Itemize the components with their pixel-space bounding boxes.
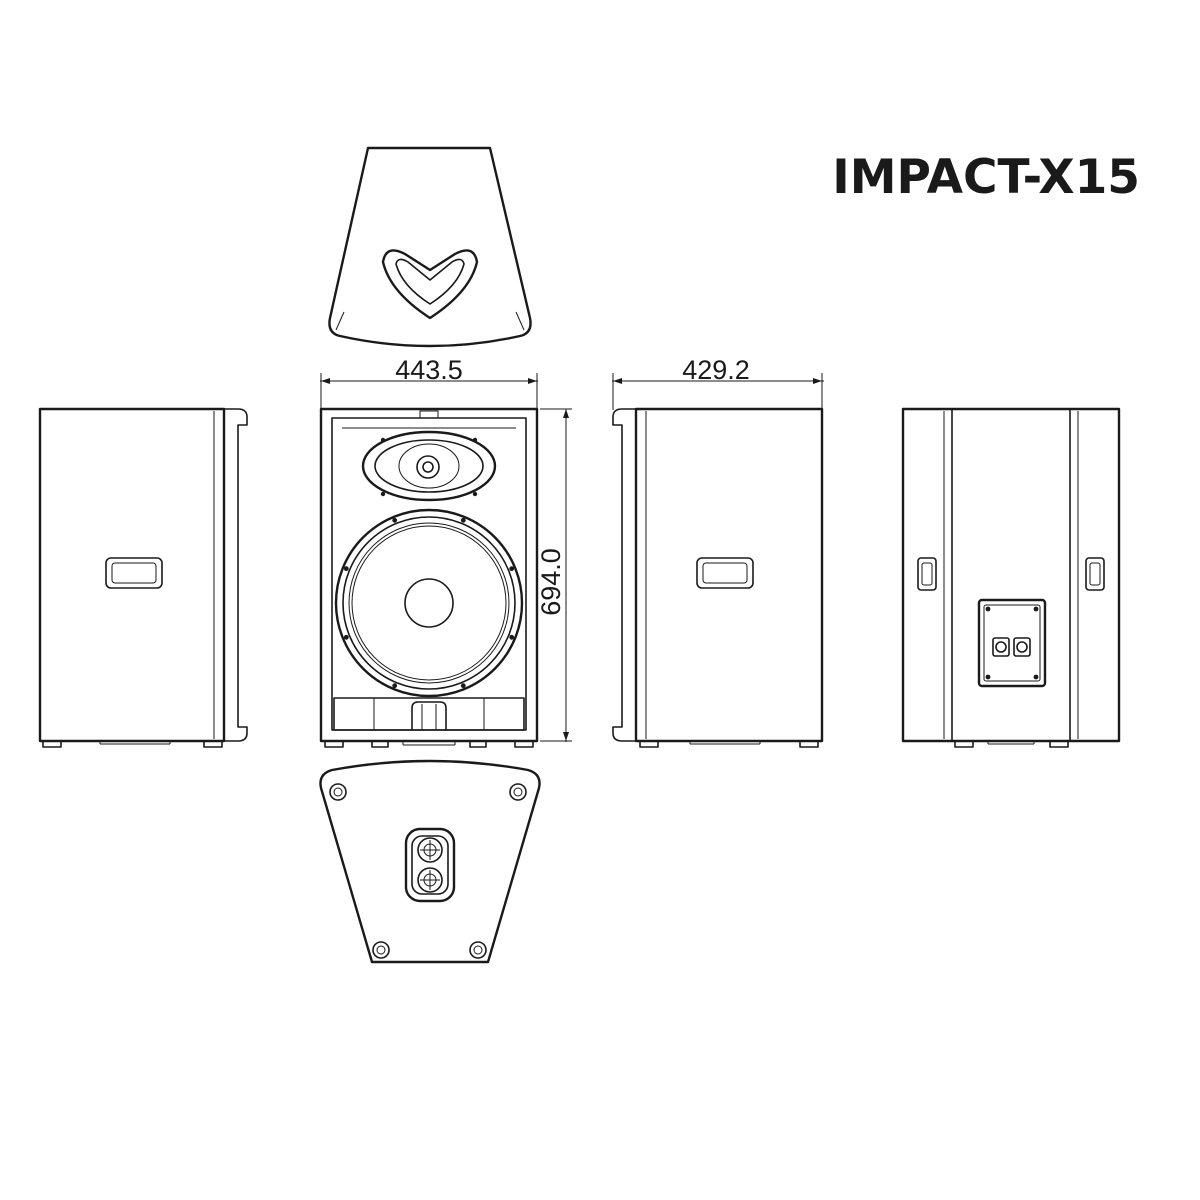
- horn-tweeter: [361, 430, 497, 502]
- front-view: [319, 407, 539, 748]
- height-dimension: 694.0: [536, 408, 572, 742]
- width-dimension: 443.5: [320, 355, 538, 408]
- left-side-view: [38, 407, 248, 748]
- top-view: [328, 146, 532, 348]
- woofer-bolt: [392, 517, 398, 523]
- bottom-feet: [329, 783, 527, 959]
- woofer-bolt: [460, 683, 466, 689]
- woofer-15in: [334, 508, 524, 698]
- model-title: IMPACT-X15: [832, 150, 1140, 205]
- woofer-bolt: [343, 566, 349, 572]
- logo-mark: [381, 249, 479, 320]
- bass-port: [333, 697, 525, 731]
- woofer-bolt: [460, 517, 466, 523]
- right-side-view: [612, 407, 824, 748]
- width-label: 443.5: [395, 355, 463, 385]
- woofer-bolt: [509, 566, 515, 572]
- bottom-view: [319, 759, 541, 964]
- woofer-bolt: [509, 634, 515, 640]
- height-label: 694.0: [536, 548, 566, 616]
- pole-mount-cup: [404, 827, 456, 903]
- depth-label: 429.2: [682, 355, 750, 385]
- rear-view: [901, 407, 1121, 748]
- woofer-bolt: [343, 634, 349, 640]
- depth-dimension: 429.2: [612, 355, 824, 410]
- woofer-bolt: [392, 683, 398, 689]
- connector-plate: [977, 598, 1047, 688]
